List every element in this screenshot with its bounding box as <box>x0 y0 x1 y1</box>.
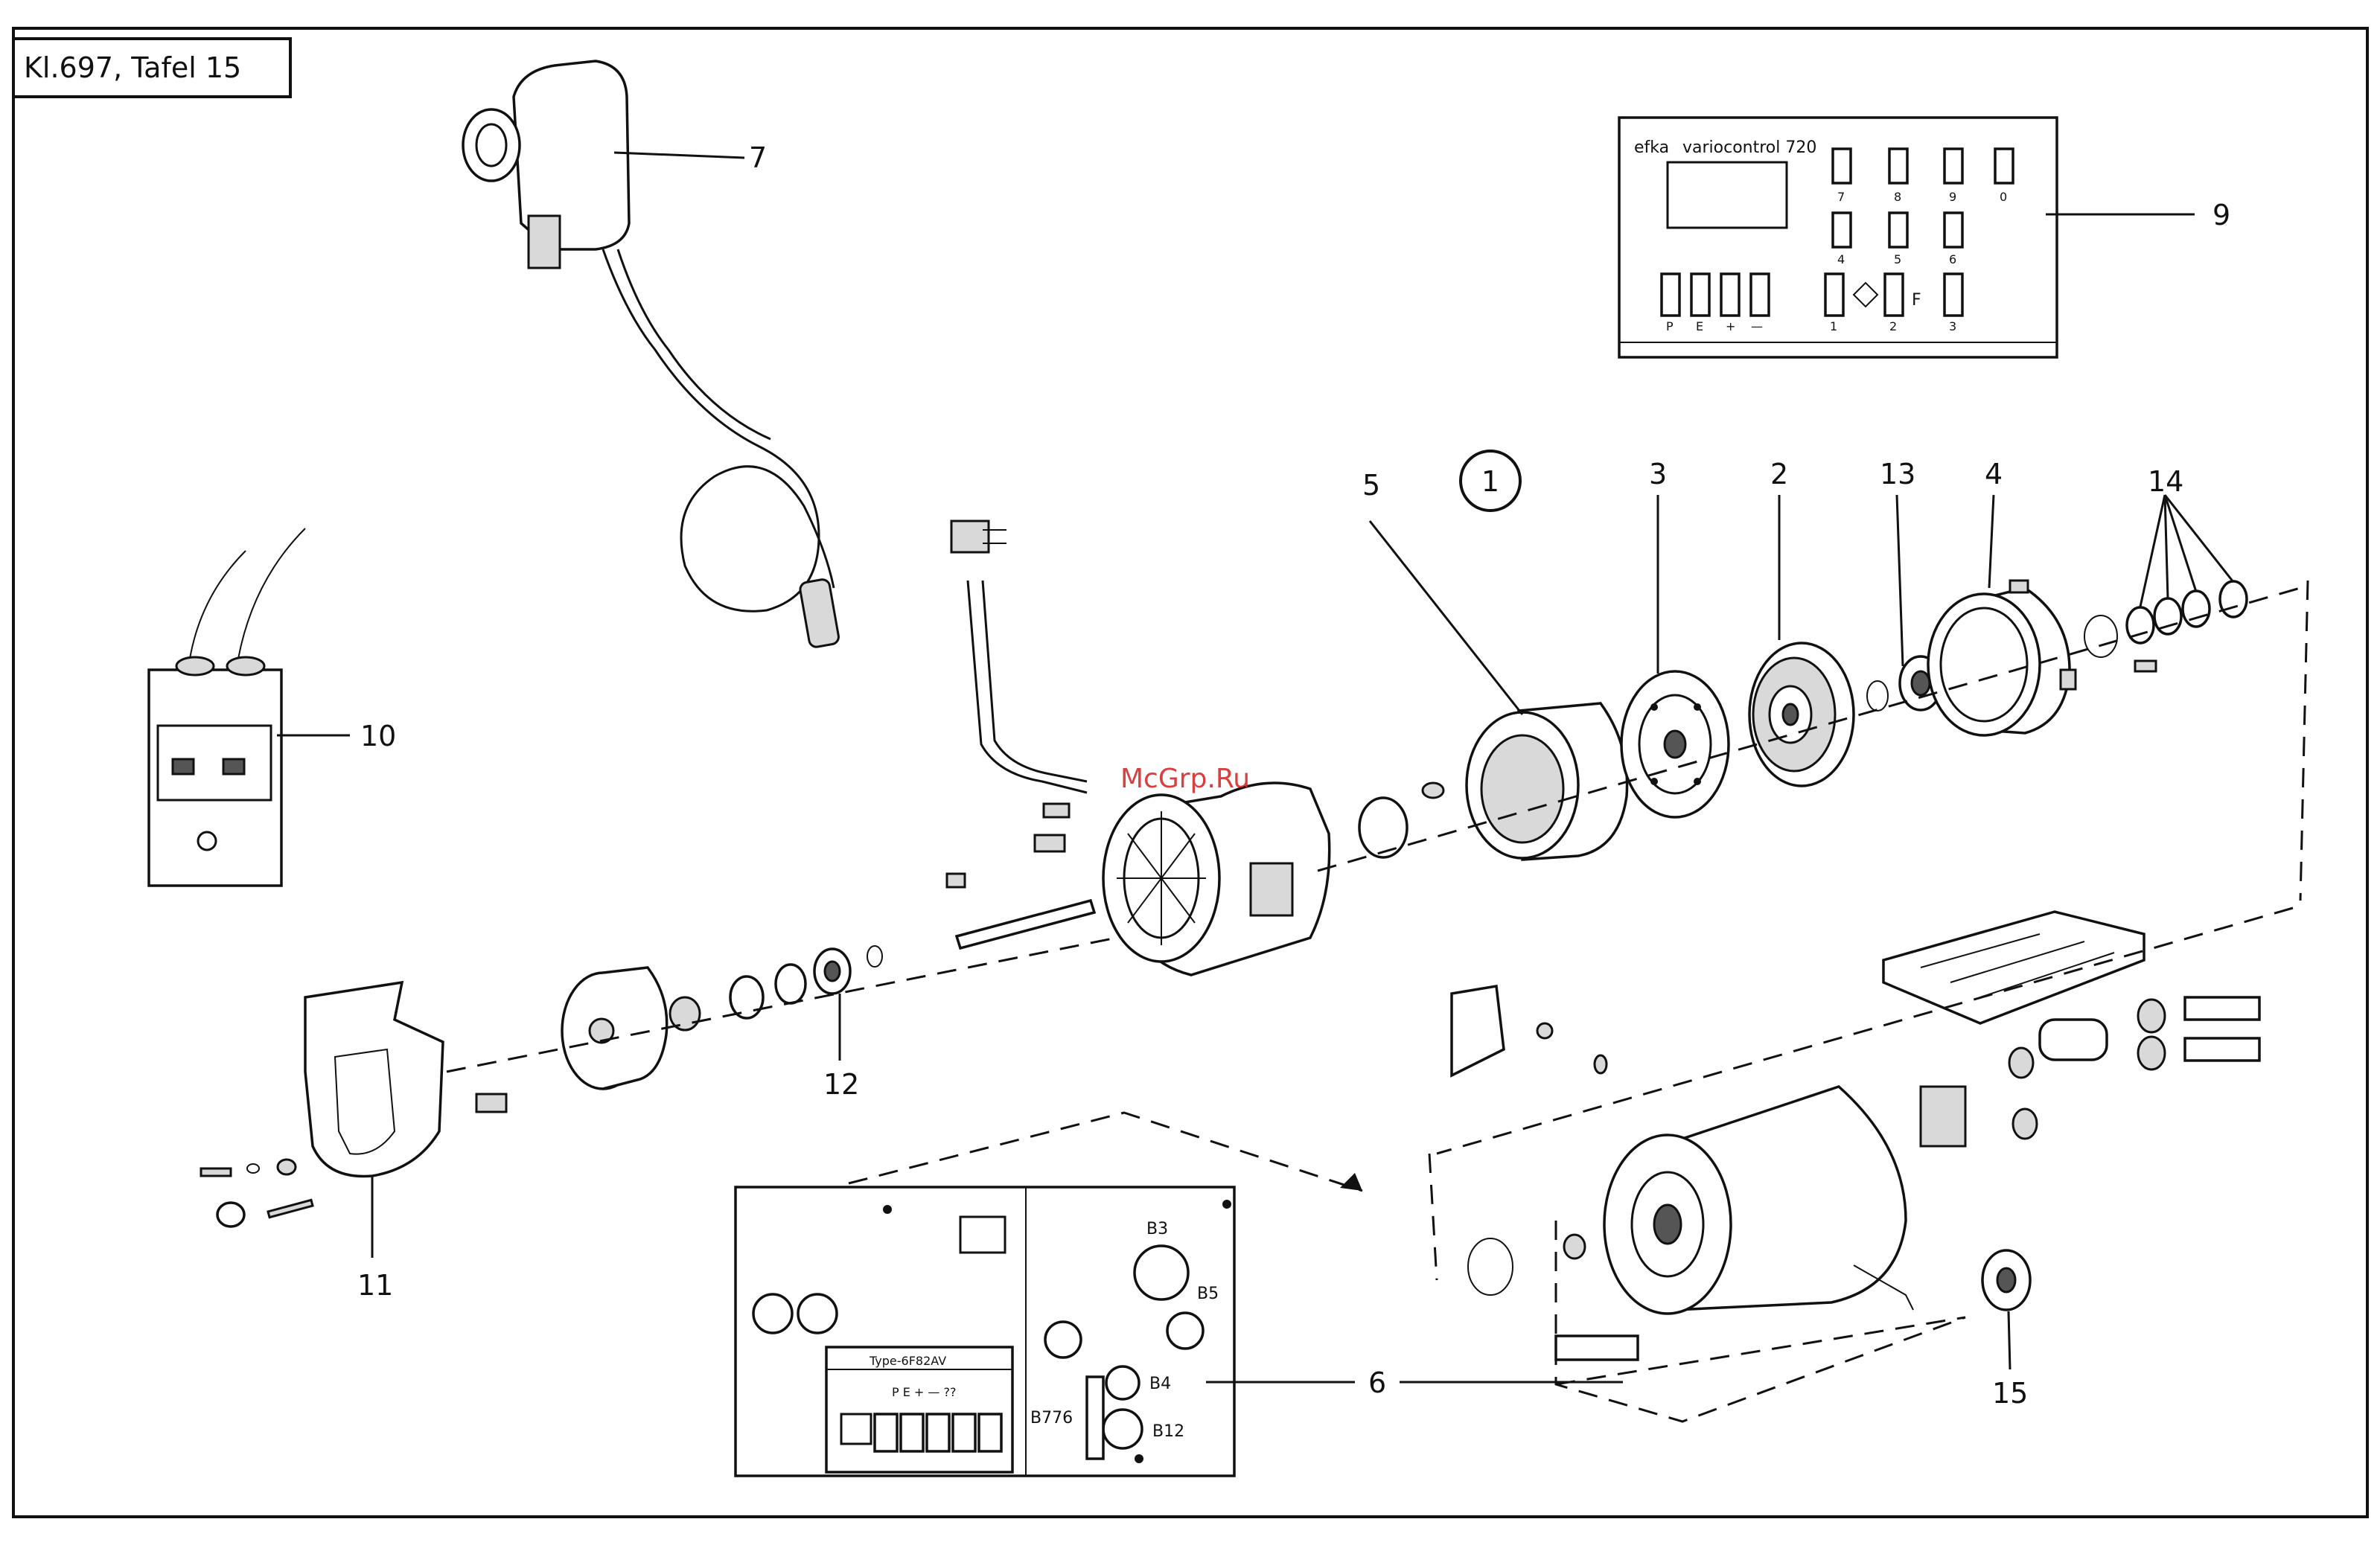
callout-10: 10 <box>360 720 396 752</box>
part-6-control-unit: Type-6F82AV P E + — ?? B3 B5 B4 B12 B776 <box>736 1187 1234 1476</box>
circlip <box>1867 681 1888 711</box>
callout-5: 5 <box>1362 469 1380 502</box>
part-2-clutch-disc <box>1749 643 1854 786</box>
part-9-control-panel: efka variocontrol 720 7 8 9 0 4 5 6 P E … <box>1619 118 2057 357</box>
flange-washer <box>1359 798 1407 857</box>
callout-3: 3 <box>1649 458 1667 490</box>
handwheel-pulley <box>562 968 667 1089</box>
washer-a <box>730 976 763 1018</box>
callout-14: 14 <box>2148 465 2183 498</box>
socket-b4: B4 <box>1149 1375 1171 1393</box>
key-label-plus: + <box>1726 319 1735 333</box>
key-label-0: 0 <box>2000 190 2007 204</box>
socket-b776: B776 <box>1030 1409 1073 1427</box>
callout-4: 4 <box>1985 458 2003 490</box>
bracket-plate <box>1883 912 2144 1060</box>
control-panel-display <box>1668 162 1787 228</box>
key-label-8: 8 <box>1894 190 1901 204</box>
washer-b <box>776 965 805 1003</box>
key-label-9: 9 <box>1949 190 1956 204</box>
key-label-minus: — <box>1751 319 1763 333</box>
terminal-block-bar <box>1556 1336 1638 1360</box>
motor-housing <box>1103 783 1330 975</box>
key-label-e: E <box>1696 319 1703 333</box>
small-screw-a <box>1537 1023 1552 1038</box>
callout-12: 12 <box>823 1068 859 1101</box>
key-label-7: 7 <box>1837 190 1845 204</box>
part-15-spacer <box>1982 1250 2030 1310</box>
callout-2: 2 <box>1770 458 1788 490</box>
motor-shaft <box>947 804 1094 948</box>
part-11-belt-guard <box>305 982 506 1177</box>
group-number-badge: 1 <box>1461 451 1520 511</box>
small-screw-b <box>1595 1055 1607 1073</box>
snap-ring <box>867 946 882 967</box>
part-7-position-sensor <box>463 61 840 648</box>
guard-screws <box>201 1160 313 1227</box>
socket-b12: B12 <box>1152 1422 1184 1441</box>
callout-13: 13 <box>1880 458 1915 490</box>
key-label-5: 5 <box>1894 252 1901 266</box>
part-10-switch-box <box>149 528 305 886</box>
key-label-6: 6 <box>1949 252 1956 266</box>
watermark: McGrp.Ru <box>1120 764 1250 794</box>
callout-6: 6 <box>1368 1366 1386 1399</box>
key-label-4: 4 <box>1837 252 1845 266</box>
control-unit-type: Type-6F82AV <box>869 1354 946 1368</box>
motor-nut <box>1564 1235 1585 1259</box>
motor-cable-plug <box>951 521 1087 793</box>
mounting-plate-part <box>1452 986 1504 1075</box>
control-unit-terminals: P E + — ?? <box>892 1385 957 1399</box>
drive-motor <box>1604 1087 1965 1314</box>
socket-b5: B5 <box>1197 1285 1219 1303</box>
part-12-bearing <box>814 949 850 994</box>
callout-7: 7 <box>749 141 767 174</box>
key-label-p: P <box>1666 319 1674 333</box>
key-label-1: 1 <box>1830 319 1837 333</box>
control-panel-brand: efka <box>1634 138 1669 157</box>
bolts <box>2009 997 2259 1139</box>
group-number: 1 <box>1481 465 1499 498</box>
socket-b3: B3 <box>1146 1220 1168 1238</box>
part-5-clutch-cup <box>1467 703 1627 860</box>
part-3-brake-disc <box>1621 671 1729 817</box>
control-panel-model: variocontrol 720 <box>1682 138 1816 157</box>
key-label-3: 3 <box>1949 319 1956 333</box>
key-label-f: F <box>1912 291 1921 310</box>
callout-11: 11 <box>357 1269 393 1302</box>
title-box: Kl.697, Tafel 15 <box>13 39 290 97</box>
motor-washer <box>1468 1238 1513 1295</box>
callout-15: 15 <box>1992 1377 2028 1410</box>
screw-small <box>1423 783 1443 798</box>
callout-9: 9 <box>2212 199 2230 231</box>
sheet-title: Kl.697, Tafel 15 <box>24 51 241 84</box>
key-label-2: 2 <box>1889 319 1897 333</box>
